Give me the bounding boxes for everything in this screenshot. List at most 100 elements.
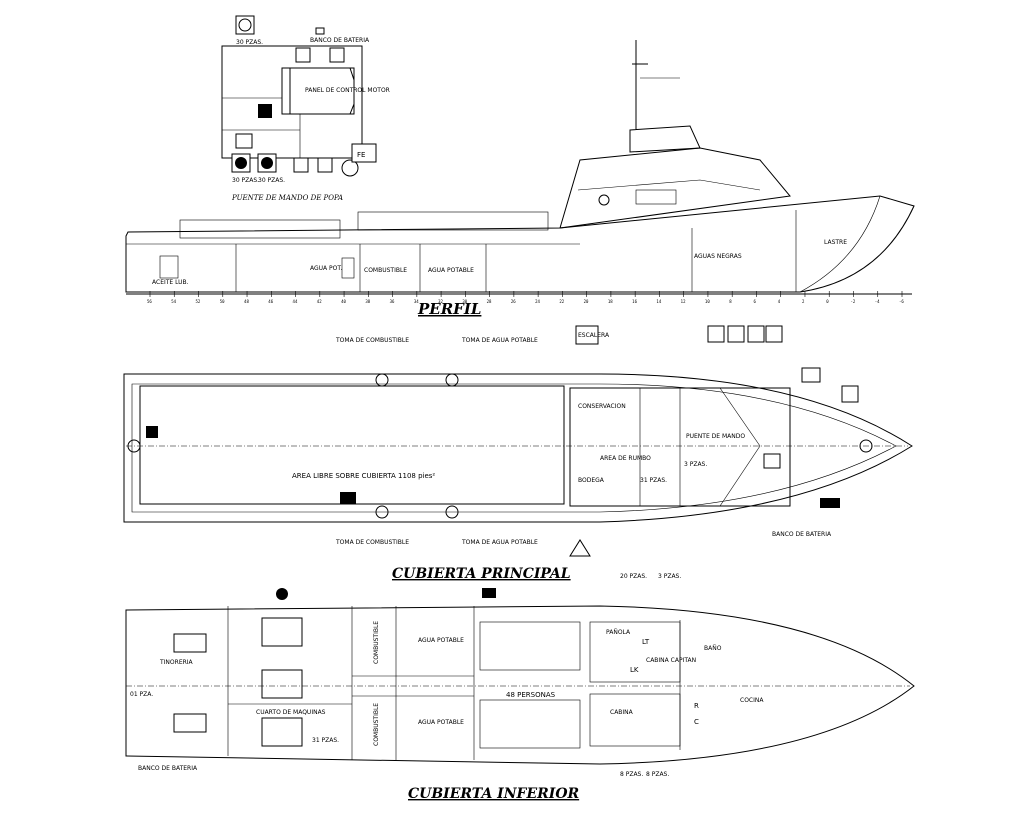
svg-text:BANCO DE BATERIA: BANCO DE BATERIA bbox=[138, 765, 198, 772]
frame-number: 42 bbox=[317, 299, 322, 304]
svg-text:AGUA POT.: AGUA POT. bbox=[310, 265, 342, 272]
svg-text:BANCO DE BATERIA: BANCO DE BATERIA bbox=[310, 37, 370, 44]
svg-text:AREA DE RUMBO: AREA DE RUMBO bbox=[600, 455, 651, 462]
frame-number: 36 bbox=[390, 299, 395, 304]
frame-number: 26 bbox=[511, 299, 516, 304]
main-deck-title: CUBIERTA PRINCIPAL bbox=[392, 566, 571, 582]
svg-text:COMBUSTIBLE: COMBUSTIBLE bbox=[373, 621, 380, 664]
frame-number: 12 bbox=[681, 299, 686, 304]
battery-icon bbox=[820, 498, 840, 508]
first-aid-icon bbox=[293, 157, 309, 173]
svg-text:AGUAS NEGRAS: AGUAS NEGRAS bbox=[694, 253, 742, 260]
frame-number: 16 bbox=[632, 299, 637, 304]
panel-icon bbox=[258, 104, 272, 118]
svg-text:COMBUSTIBLE: COMBUSTIBLE bbox=[373, 703, 380, 746]
svg-text:CONSERVACION: CONSERVACION bbox=[578, 403, 626, 410]
frame-number: 8 bbox=[729, 299, 732, 304]
svg-text:AGUA POTABLE: AGUA POTABLE bbox=[418, 637, 464, 644]
safety-icon-2 bbox=[727, 325, 745, 343]
svg-text:AGUA POTABLE: AGUA POTABLE bbox=[428, 267, 474, 274]
svg-text:C: C bbox=[694, 718, 699, 726]
svg-text:COCINA: COCINA bbox=[740, 697, 764, 704]
svg-text:CUARTO DE MAQUINAS: CUARTO DE MAQUINAS bbox=[256, 709, 326, 716]
frame-number: 56 bbox=[147, 299, 152, 304]
frame-number: 18 bbox=[608, 299, 613, 304]
frame-number: 34 bbox=[414, 299, 419, 304]
svg-text:3 PZAS.: 3 PZAS. bbox=[658, 573, 681, 580]
svg-text:01 PZA.: 01 PZA. bbox=[130, 691, 153, 698]
frame-number: 6 bbox=[753, 299, 756, 304]
svg-text:BANCO DE BATERIA: BANCO DE BATERIA bbox=[772, 531, 832, 538]
svg-text:8 PZAS.: 8 PZAS. bbox=[620, 771, 643, 778]
extinguisher-icon-deck bbox=[801, 367, 821, 383]
svg-text:BODEGA: BODEGA bbox=[578, 477, 605, 484]
lifebuoy-icon-deck bbox=[841, 385, 859, 403]
svg-text:TOMA DE COMBUSTIBLE: TOMA DE COMBUSTIBLE bbox=[335, 539, 409, 546]
frame-number: 30 bbox=[462, 299, 467, 304]
bridge-detail: PANEL DE CONTROL MOTOR 30 PZAS. 30 PZAS.… bbox=[221, 15, 390, 202]
alarm-icon bbox=[276, 588, 288, 600]
frame-number: 20 bbox=[584, 299, 589, 304]
safety-icon-4 bbox=[765, 325, 783, 343]
svg-text:TOMA DE AGUA POTABLE: TOMA DE AGUA POTABLE bbox=[461, 337, 538, 344]
frame-number: 28 bbox=[487, 299, 492, 304]
warning-icon bbox=[569, 539, 591, 557]
svg-text:BAÑO: BAÑO bbox=[704, 645, 722, 652]
svg-text:COMBUSTIBLE: COMBUSTIBLE bbox=[364, 267, 407, 274]
svg-text:TOMA DE COMBUSTIBLE: TOMA DE COMBUSTIBLE bbox=[335, 337, 409, 344]
svg-text:20 PZAS.: 20 PZAS. bbox=[620, 573, 647, 580]
svg-text:FE: FE bbox=[357, 151, 365, 159]
svg-text:LK: LK bbox=[630, 666, 639, 674]
frame-number: 24 bbox=[535, 299, 540, 304]
area-libre-label: AREA LIBRE SOBRE CUBIERTA 1108 pies² bbox=[292, 472, 435, 480]
safety-icon-1 bbox=[707, 325, 725, 343]
first-aid-icon-top bbox=[329, 47, 345, 63]
svg-text:31 PZAS.: 31 PZAS. bbox=[312, 737, 339, 744]
main-deck-view: TOMA DE COMBUSTIBLE TOMA DE AGUA POTABLE… bbox=[123, 325, 913, 582]
svg-text:PUENTE DE MANDO: PUENTE DE MANDO bbox=[686, 433, 745, 440]
extinguisher-icon bbox=[295, 47, 311, 63]
frame-number: 2 bbox=[802, 299, 805, 304]
frame-number: 0 bbox=[826, 299, 829, 304]
panel-icon-deck bbox=[763, 453, 781, 469]
frame-number: 46 bbox=[268, 299, 273, 304]
svg-text:CABINA: CABINA bbox=[610, 709, 634, 716]
frame-number: -4 bbox=[875, 299, 880, 304]
frame-number: 14 bbox=[656, 299, 661, 304]
frame-number: 40 bbox=[341, 299, 346, 304]
frame-number: 54 bbox=[171, 299, 176, 304]
extinguisher-icon-2 bbox=[317, 157, 333, 173]
frame-number: 4 bbox=[778, 299, 781, 304]
svg-text:48 PERSONAS: 48 PERSONAS bbox=[506, 691, 556, 699]
svg-text:PAÑOLA: PAÑOLA bbox=[606, 629, 631, 636]
svg-text:R: R bbox=[694, 702, 699, 710]
stairs-sign-icon bbox=[575, 325, 599, 345]
frame-number: 10 bbox=[705, 299, 710, 304]
svg-text:LASTRE: LASTRE bbox=[824, 239, 847, 246]
svg-text:AGUA POTABLE: AGUA POTABLE bbox=[418, 719, 464, 726]
svg-text:TOMA DE AGUA POTABLE: TOMA DE AGUA POTABLE bbox=[461, 539, 538, 546]
svg-text:CABINA CAPITAN: CABINA CAPITAN bbox=[646, 657, 696, 664]
svg-text:3 PZAS.: 3 PZAS. bbox=[684, 461, 707, 468]
profile-title: PERFIL bbox=[417, 300, 481, 318]
svg-text:LT: LT bbox=[642, 638, 650, 646]
frame-number: 44 bbox=[293, 299, 298, 304]
frame-number: -6 bbox=[899, 299, 904, 304]
lower-deck-view: TINORERIA CUARTO DE MAQUINAS COMBUSTIBLE… bbox=[125, 573, 915, 802]
safety-icon-3 bbox=[747, 325, 765, 343]
bridge-caption: PUENTE DE MANDO DE POPA bbox=[231, 194, 343, 202]
svg-text:8 PZAS.: 8 PZAS. bbox=[646, 771, 669, 778]
frame-number: 32 bbox=[438, 299, 443, 304]
envelope-icon bbox=[315, 27, 325, 35]
frame-number: 50 bbox=[220, 299, 225, 304]
svg-text:TINORERIA: TINORERIA bbox=[159, 659, 194, 666]
svg-text:30 PZAS.: 30 PZAS. bbox=[258, 177, 285, 184]
lower-deck-title: CUBIERTA INFERIOR bbox=[408, 786, 579, 802]
frame-number: -2 bbox=[850, 299, 855, 304]
frame-number: 22 bbox=[559, 299, 564, 304]
signal-icon-lower bbox=[482, 588, 496, 598]
svg-text:31 PZAS.: 31 PZAS. bbox=[640, 477, 667, 484]
frame-number: 52 bbox=[196, 299, 201, 304]
